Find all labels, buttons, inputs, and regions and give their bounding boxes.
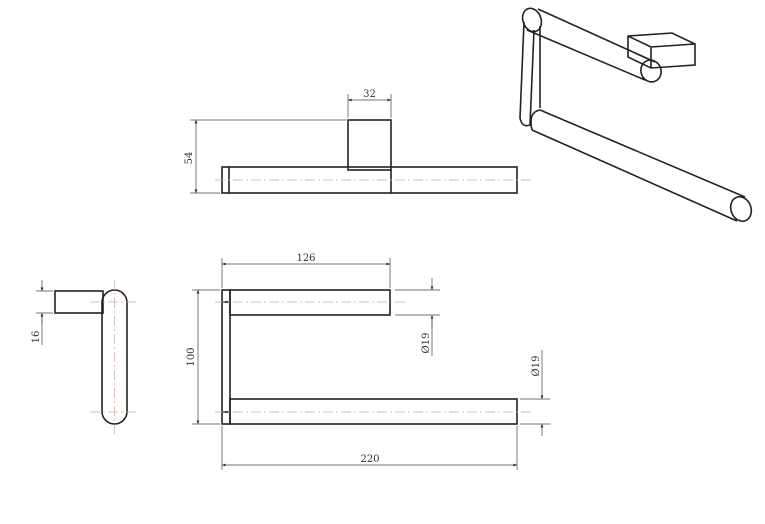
dim-32: 32 — [363, 89, 376, 100]
dim-220: 220 — [360, 454, 379, 465]
top-view: 32 54 — [184, 89, 531, 194]
wall-plate — [221, 289, 231, 425]
mount-block — [347, 119, 392, 171]
dim-diameter-upper: Ø19 — [421, 333, 432, 354]
dim-16: 16 — [31, 331, 42, 344]
lower-arm — [229, 398, 518, 425]
isometric-view — [519, 7, 753, 223]
front-view: 126 220 100 Ø19 Ø19 — [186, 253, 550, 470]
dim-100: 100 — [186, 347, 197, 366]
dim-diameter-lower: Ø19 — [531, 356, 542, 377]
dim-54: 54 — [184, 152, 195, 165]
upper-arm — [229, 289, 391, 316]
side-view: 16 — [31, 280, 138, 436]
dim-126: 126 — [296, 253, 315, 264]
